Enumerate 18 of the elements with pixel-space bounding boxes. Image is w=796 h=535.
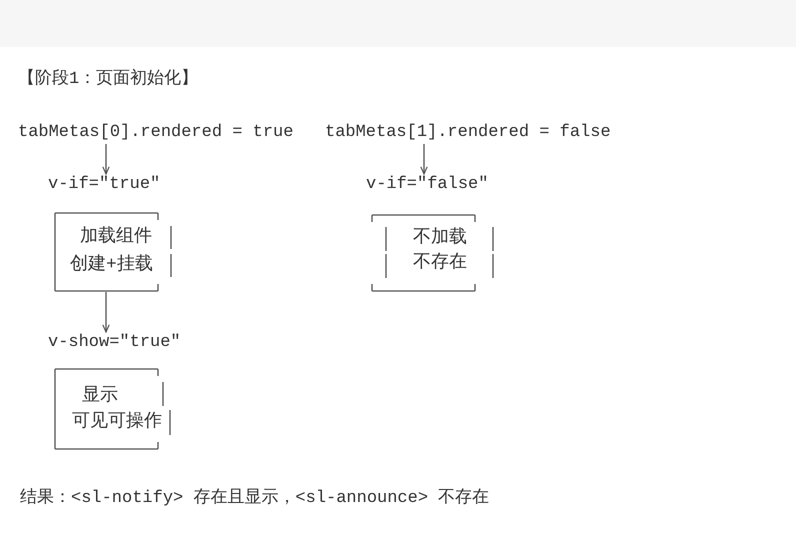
code-text: v-if="true" (48, 174, 166, 196)
caption-text: 结果：<sl-notify> 存在且显示，<sl-announce> 不存在 (20, 487, 490, 510)
arrow (102, 292, 110, 333)
code-text: v-show="true" (48, 332, 188, 354)
process-box (54, 212, 174, 292)
box-text: 可见可操作 (72, 411, 162, 433)
process-box (371, 214, 496, 292)
code-text: tabMetas[0].rendered = true (18, 122, 300, 144)
box-text: 不存在 (413, 252, 467, 274)
code-text: tabMetas[1].rendered = false (325, 122, 617, 144)
box-text: 显示 (82, 385, 118, 407)
arrow (102, 144, 110, 175)
box-text: 不加载 (413, 227, 467, 249)
arrow (420, 144, 428, 175)
box-text: 加载组件 (80, 226, 152, 248)
code-text: v-if="false" (366, 174, 496, 196)
box-text: 创建+挂载 (70, 254, 153, 276)
heading: 【阶段1：页面初始化】 (18, 68, 198, 91)
